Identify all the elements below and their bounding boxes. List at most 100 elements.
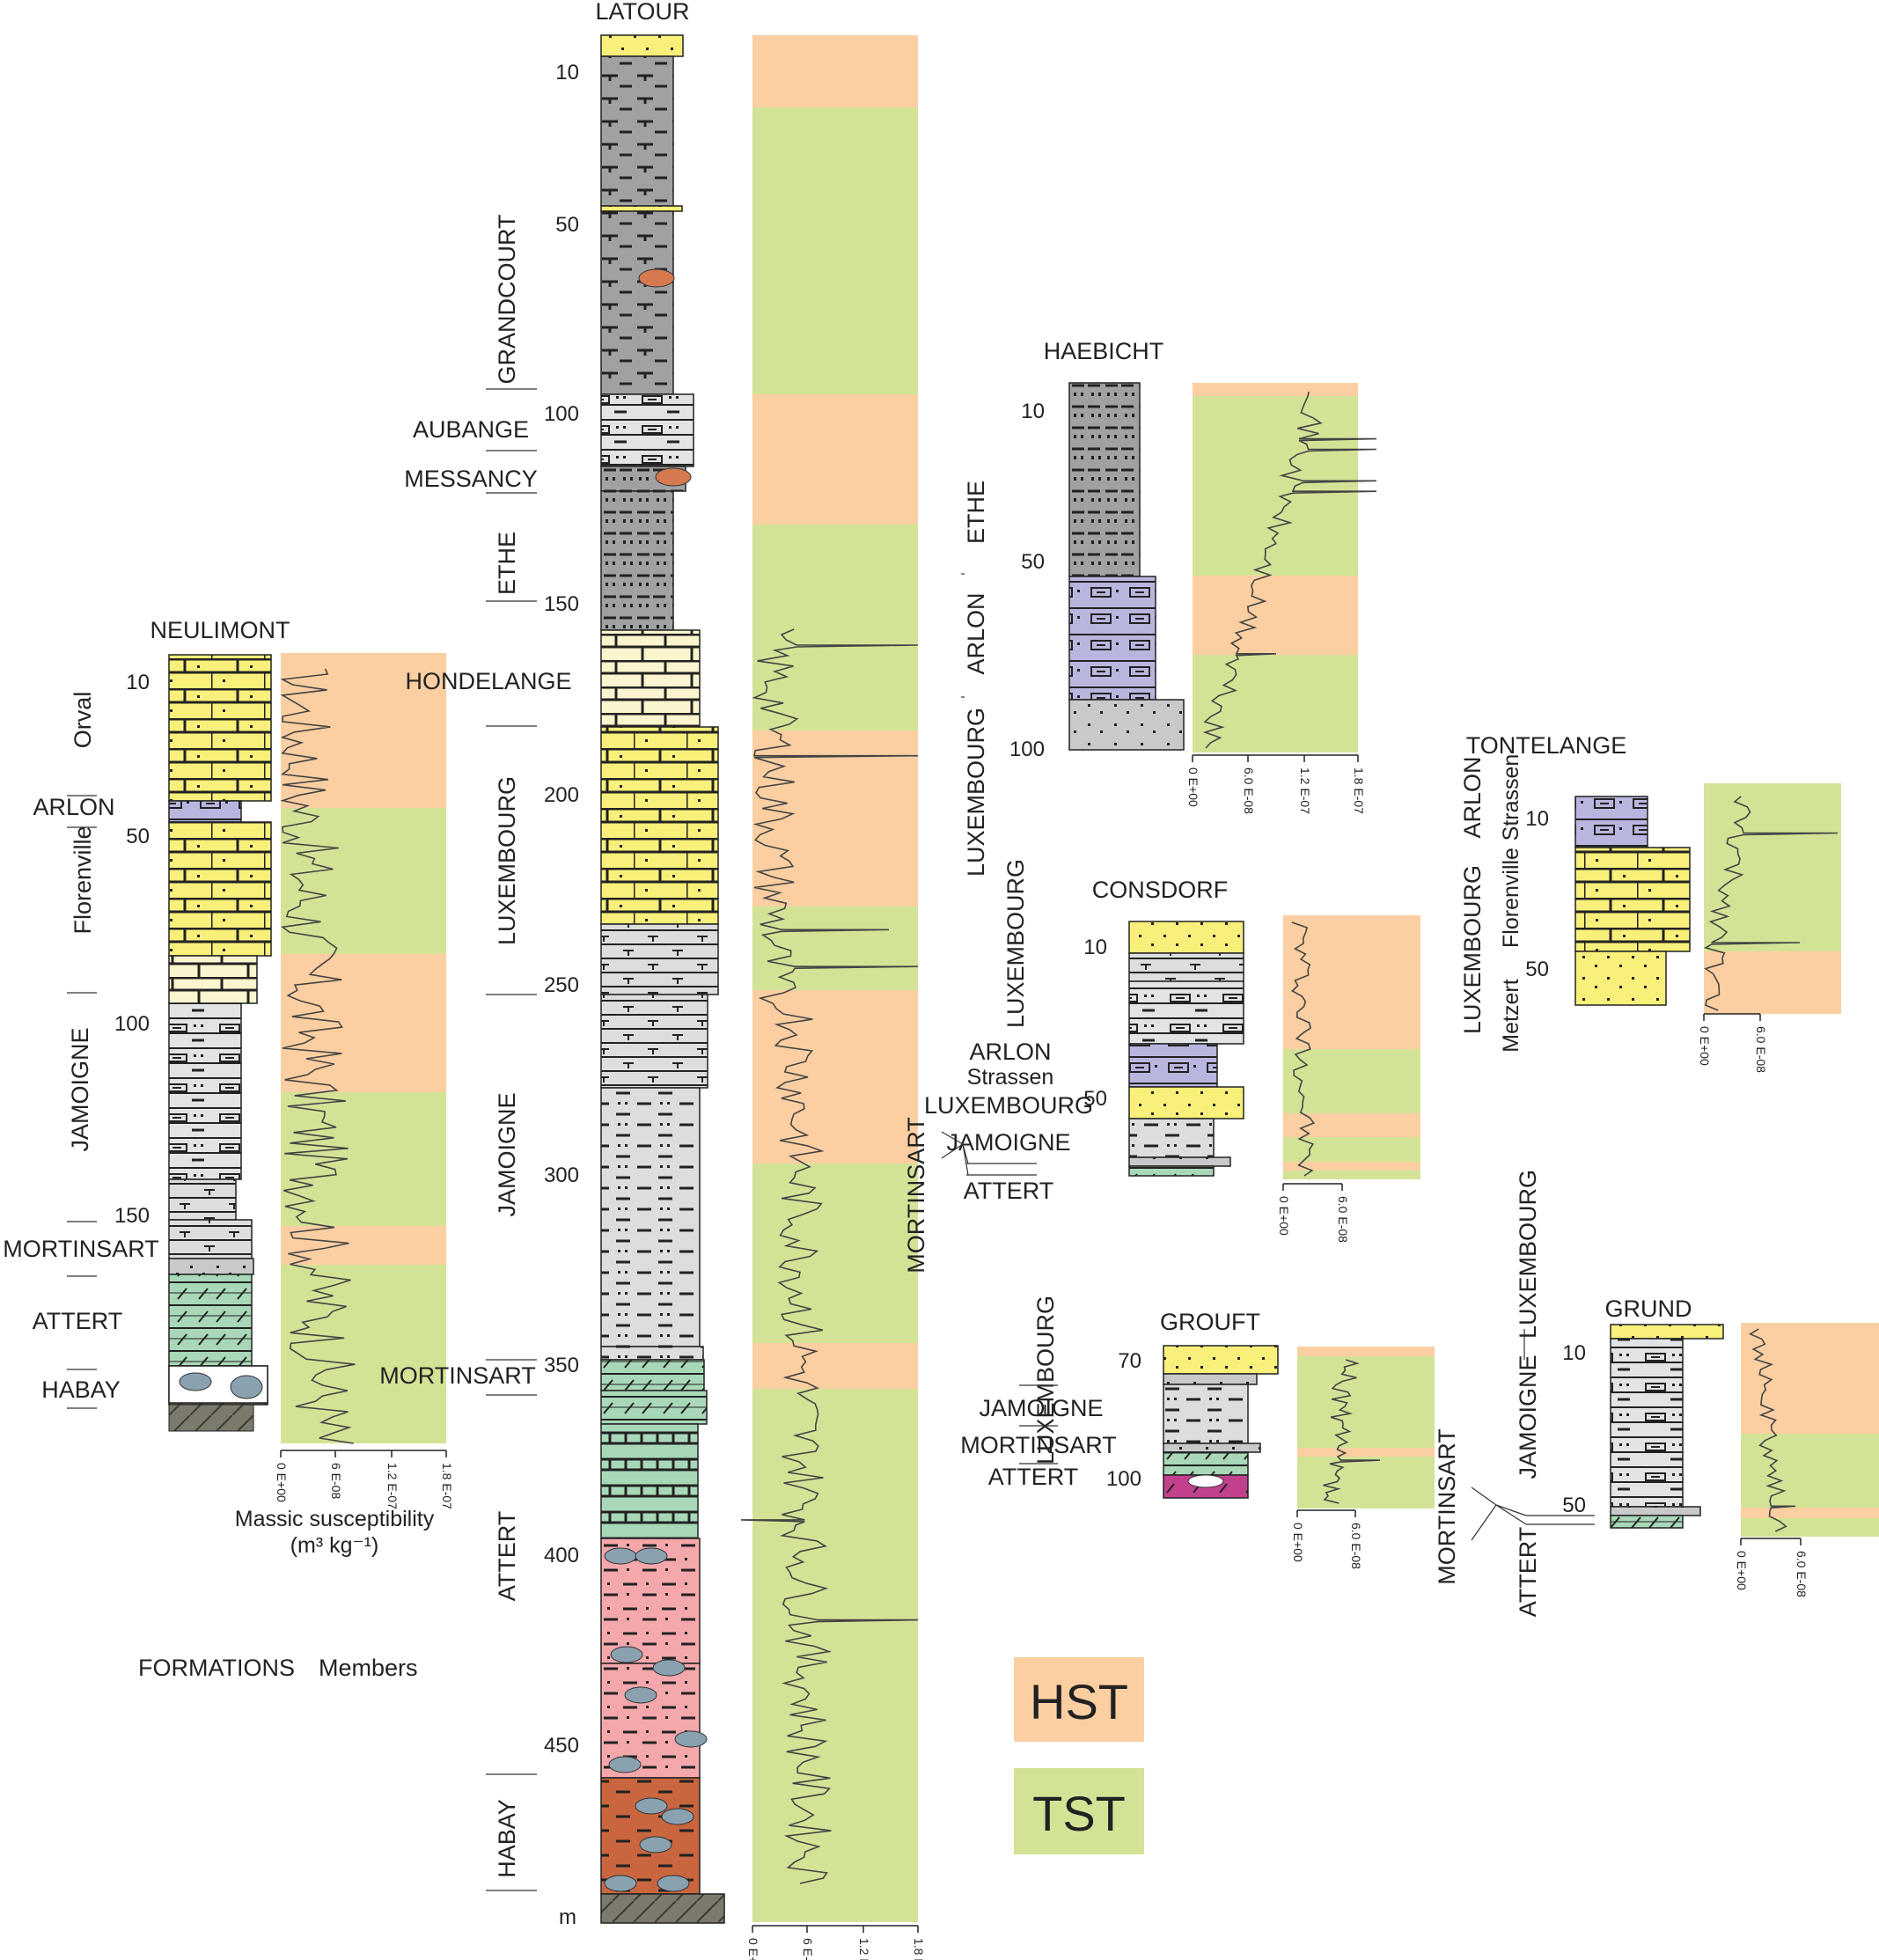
legend-tst-label: TST [1032, 1786, 1126, 1841]
axis-unit: (m³ kg⁻¹) [290, 1533, 379, 1558]
lithology-layer [600, 34, 684, 57]
depth-tick-label: 100 [114, 1012, 150, 1036]
formation-label: JAMOIGNE [979, 1395, 1103, 1421]
formation-label: MESSANCY [404, 466, 538, 492]
hst-band [281, 1226, 446, 1265]
axis-tick-label: 1.8 E-07 [440, 1463, 454, 1509]
tst-band [281, 1092, 446, 1226]
hst-band [1193, 576, 1358, 655]
formation-label: MORTINSART [3, 1236, 159, 1262]
lithology-layer [600, 55, 674, 207]
depth-tick-label: 10 [1021, 400, 1045, 423]
lithology-layer [600, 1777, 701, 1895]
lithology-layer [1574, 951, 1667, 1006]
formation-label: JAMOIGNE [494, 1092, 520, 1216]
lithology-layer [1128, 1165, 1215, 1177]
formation-label: Metzert [1499, 979, 1523, 1052]
depth-tick-label: 150 [114, 1204, 150, 1228]
section-title: TONTELANGE [1466, 732, 1627, 759]
formation-boundary [1471, 1504, 1497, 1541]
formation-boundary [962, 1143, 969, 1176]
depth-tick-label: 70 [1118, 1349, 1141, 1373]
axis-tick-label: 6.0 E-08 [1336, 1196, 1350, 1243]
lithology-layer [168, 654, 272, 802]
nodule [655, 467, 692, 487]
lithology-layer [600, 1087, 701, 1347]
legend-hst-swatch [1014, 1657, 1144, 1742]
tst-band [1741, 1434, 1879, 1508]
depth-tick-label: 150 [544, 592, 579, 616]
lithology-layer [600, 923, 719, 995]
formation-label: ARLON [963, 592, 989, 674]
pebble [610, 1646, 643, 1663]
formation-label: Florenville [1499, 848, 1523, 948]
lithology-layer [600, 1423, 699, 1539]
hst-band [1297, 1448, 1435, 1457]
formation-label: ARLON [33, 794, 114, 820]
depth-tick-label: 250 [544, 973, 579, 997]
tst-band [752, 107, 918, 394]
tst-band [1193, 655, 1358, 752]
formation-label: ATTERT [988, 1464, 1079, 1490]
pebble [652, 1659, 686, 1677]
section-title: NEULIMONT [150, 617, 290, 643]
susceptibility-curve [1703, 796, 1839, 1011]
depth-tick-label: 200 [544, 783, 579, 807]
lithology-layer [1163, 1442, 1261, 1453]
formation-label: Strassen [1499, 754, 1523, 841]
axis-tick-label: 0 E+00 [1735, 1551, 1749, 1590]
lithology-layer [1610, 1338, 1684, 1508]
lithology-layer [168, 1002, 242, 1180]
pebble [661, 1808, 694, 1825]
formation-label: LUXEMBOURG [963, 708, 989, 877]
lithology-layer [1128, 921, 1244, 954]
section-grouft: GROUFT70100LUXEMBOURGJAMOIGNEMORTINSARTA… [960, 1296, 1435, 1569]
depth-tick-label: 100 [1106, 1467, 1141, 1491]
lithology-layer [1128, 1156, 1231, 1167]
lithology-layer [168, 1258, 254, 1275]
section-neulimont: NEULIMONT1050100150OrvalARLONFlorenville… [3, 617, 454, 1509]
formation-label: GRANDCOURT [494, 214, 520, 384]
lithology-layer [1128, 1086, 1244, 1119]
depth-tick-label: 10 [126, 671, 150, 694]
formation-label: MORTINSART [903, 1117, 929, 1274]
formation-label: LUXEMBOURG [494, 776, 520, 945]
susceptibility-curve [1291, 921, 1316, 1177]
axis-tick-label: 0 E+00 [1291, 1523, 1305, 1562]
lithology-layer [600, 1346, 704, 1361]
tst-band [1193, 396, 1358, 576]
formation-label: Orval [70, 692, 96, 749]
depth-tick-label: 300 [544, 1164, 579, 1187]
pebble [624, 1686, 657, 1704]
axis-title: Massic susceptibility [235, 1507, 435, 1531]
depth-unit: m [559, 1905, 576, 1929]
formation-label: MORTINSART [960, 1432, 1117, 1458]
formation-label: LUXEMBOURG [1459, 865, 1486, 1034]
formation-boundary [1495, 1504, 1527, 1525]
lithology-layer [1610, 1506, 1701, 1516]
depth-tick-label: 50 [555, 213, 579, 237]
formation-boundary [1471, 1487, 1497, 1506]
formation-label: ETHE [963, 481, 989, 544]
axis-tick-label: 1.8 E-07 [912, 1938, 926, 1960]
depth-tick-label: 400 [544, 1544, 579, 1567]
lithology-layer [1128, 980, 1244, 1045]
lithology-layer [600, 205, 683, 212]
lithology-layer [1610, 1324, 1724, 1340]
pebble [674, 1730, 708, 1748]
depth-tick-label: 50 [1083, 1087, 1107, 1111]
lithology-layer [168, 955, 258, 1004]
tst-band [281, 1265, 446, 1443]
caption-formations: FORMATIONS [138, 1655, 295, 1681]
tst-band [1741, 1518, 1879, 1537]
tst-band [1297, 1457, 1435, 1509]
axis-tick-label: 0 E+00 [746, 1938, 760, 1960]
pebble [604, 1875, 637, 1892]
legend-hst-label: HST [1030, 1674, 1128, 1729]
formation-label: ATTERT [33, 1308, 123, 1334]
formation-label: LUXEMBOURG [1032, 1296, 1059, 1464]
axis-tick-label: 6.0 E-08 [1795, 1551, 1809, 1597]
